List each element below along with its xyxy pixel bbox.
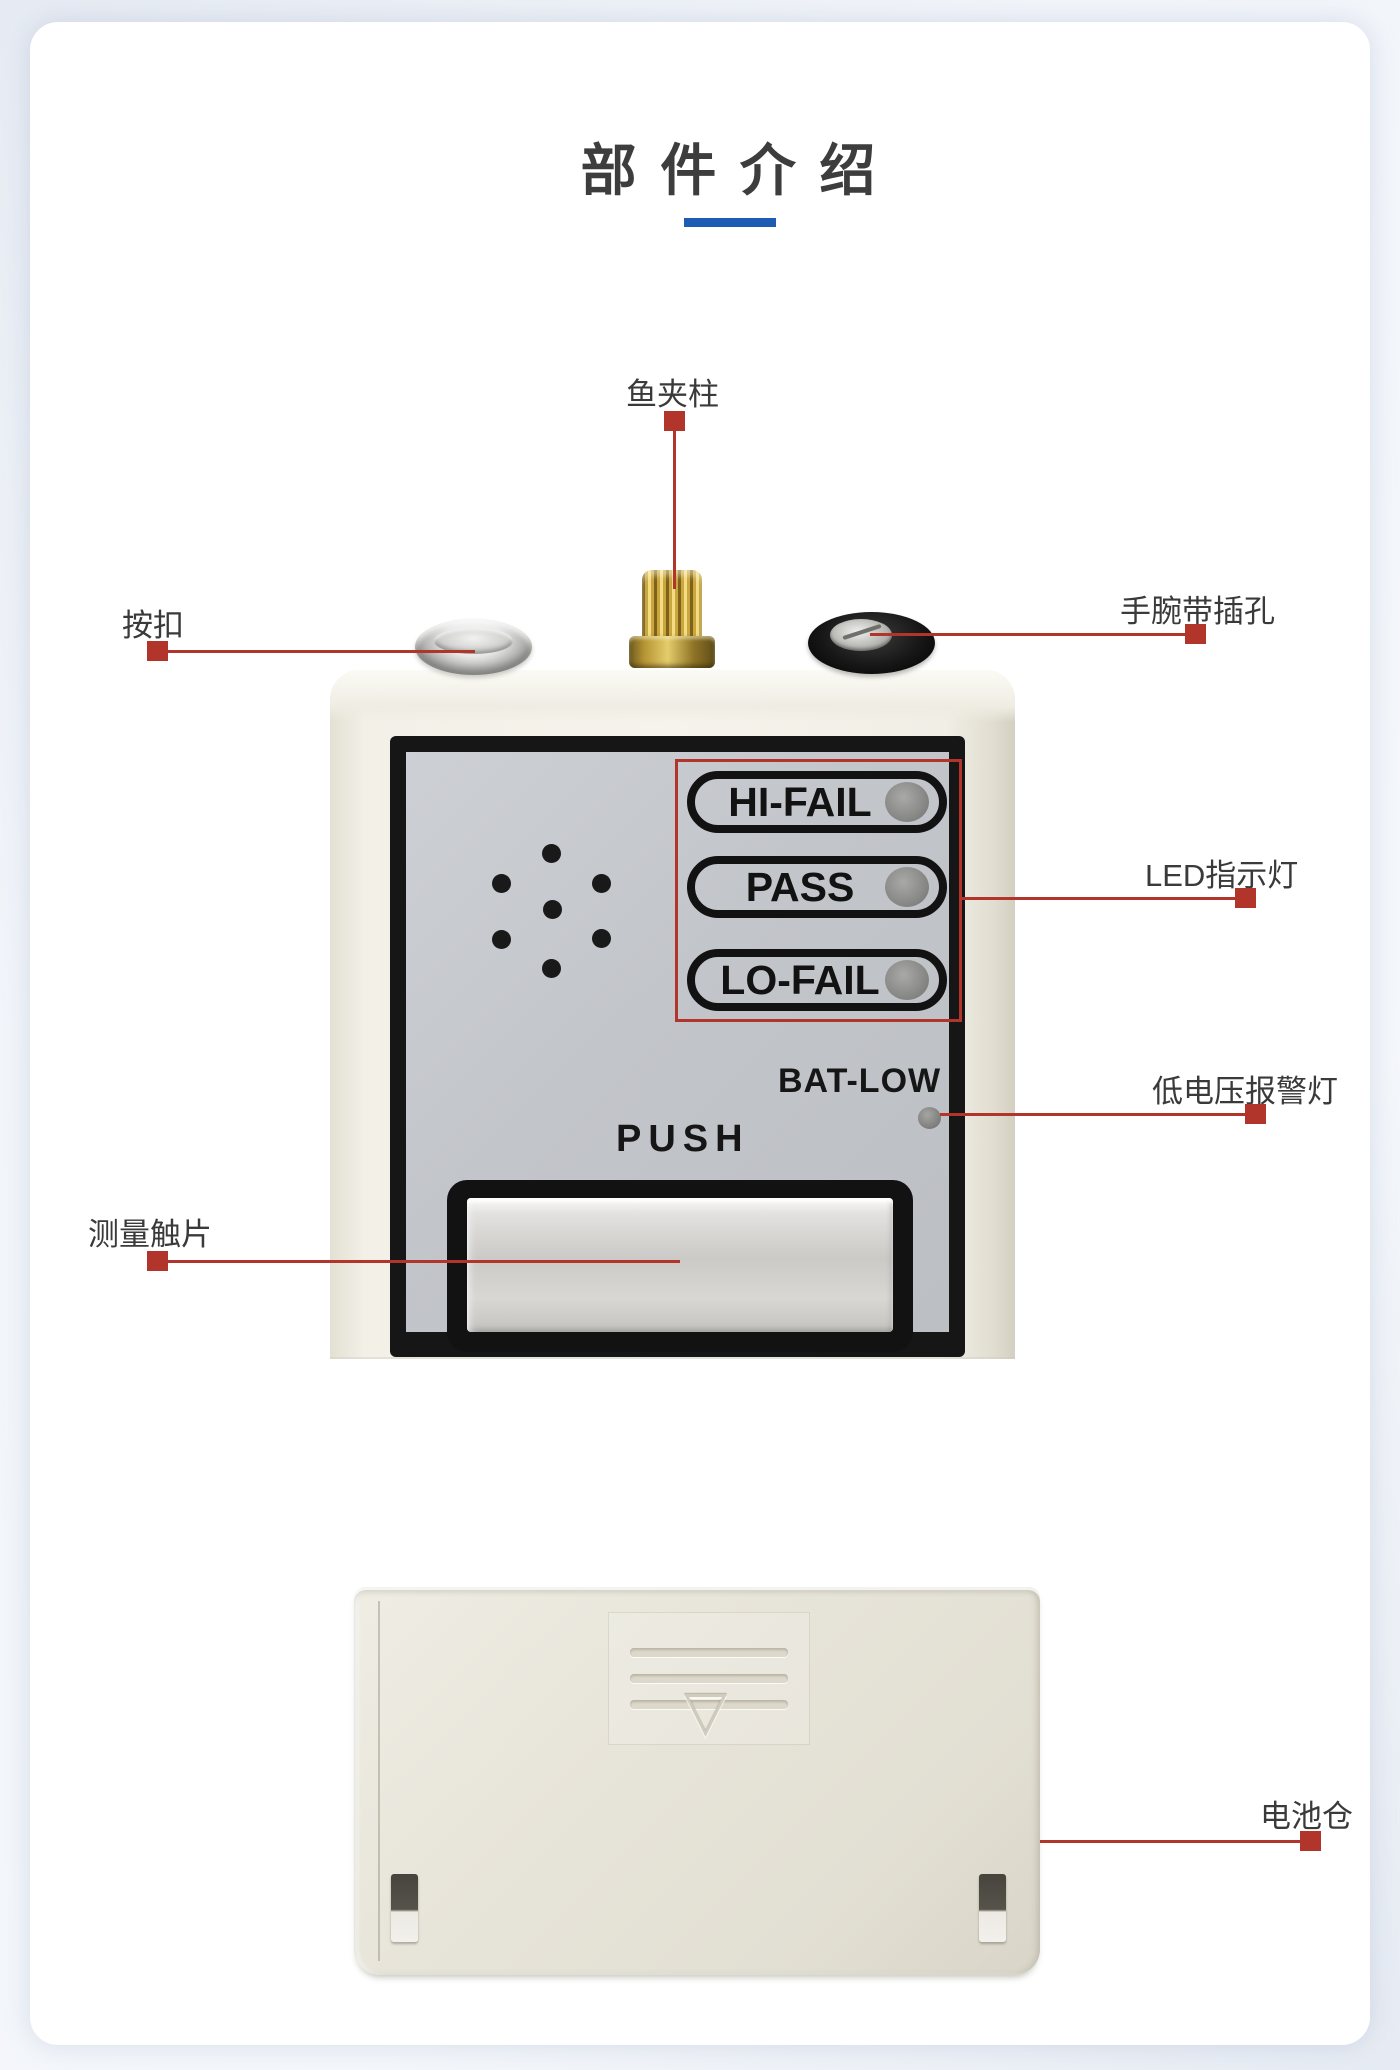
- page-title: 部 件 介 绍: [580, 139, 880, 202]
- leader-strap-jack: [870, 633, 1186, 636]
- content-card: 部 件 介 绍 HI-FAIL PASS LO-FAIL BAT-LOW PU: [30, 22, 1370, 2045]
- label-led-group: LED指示灯: [1145, 858, 1299, 893]
- label-measure: 测量触片: [88, 1217, 212, 1252]
- battery-cover-seam: [378, 1601, 380, 1961]
- leader-snap: [167, 650, 475, 653]
- battery-cover-latch-left: [391, 1874, 418, 1942]
- grip-ridge: [630, 1648, 788, 1657]
- label-low-batt: 低电压报警灯: [1152, 1074, 1338, 1109]
- bat-low-label: BAT-LOW: [778, 1062, 942, 1100]
- marker-led-group: [1235, 888, 1256, 908]
- indicator-hi-fail-label: HI-FAIL: [728, 778, 872, 825]
- label-snap: 按扣: [122, 608, 184, 643]
- label-clip-post: 鱼夹柱: [626, 377, 719, 412]
- leader-led-group: [960, 897, 1236, 900]
- indicator-hi-fail: HI-FAIL: [687, 771, 947, 833]
- indicator-lo-fail: LO-FAIL: [687, 949, 947, 1011]
- clip-post: [642, 570, 702, 642]
- marker-measure: [147, 1251, 168, 1271]
- marker-low-batt: [1245, 1104, 1266, 1124]
- leader-measure: [167, 1260, 680, 1263]
- indicator-pass-label: PASS: [745, 863, 855, 910]
- battery-cover-photo: ▽: [354, 1587, 1040, 1975]
- indicator-pass: PASS: [687, 856, 947, 918]
- clip-post-nut: [629, 636, 715, 668]
- led-group-outline: [675, 759, 962, 1022]
- measure-plate[interactable]: [467, 1198, 893, 1332]
- pass-led-icon: [885, 867, 929, 907]
- snap-button-cap: [434, 628, 513, 654]
- push-label: PUSH: [616, 1118, 750, 1160]
- hi-fail-led-icon: [885, 782, 929, 822]
- lo-fail-led-icon: [885, 960, 929, 1000]
- marker-strap-jack: [1185, 624, 1206, 644]
- label-strap-jack: 手腕带插孔: [1120, 594, 1275, 629]
- bat-low-led-icon: [918, 1107, 941, 1129]
- marker-snap: [147, 641, 168, 661]
- battery-grip-area[interactable]: [608, 1612, 810, 1745]
- indicator-lo-fail-label: LO-FAIL: [720, 956, 880, 1003]
- battery-cover-latch-right: [979, 1874, 1006, 1942]
- photo-crop-edge: [330, 1357, 1015, 1359]
- marker-battery: [1300, 1831, 1321, 1851]
- leader-low-batt: [940, 1113, 1246, 1116]
- grip-ridge: [630, 1674, 788, 1683]
- device-top-face: [330, 670, 1015, 722]
- label-battery: 电池仓: [1260, 1799, 1353, 1834]
- title-underline: [684, 218, 776, 227]
- leader-clip-post: [673, 431, 676, 589]
- speaker-holes: [492, 874, 511, 893]
- marker-clip-post: [664, 411, 685, 431]
- grip-ridge: [630, 1700, 788, 1709]
- slide-direction-triangle-icon: ▽: [684, 1679, 728, 1742]
